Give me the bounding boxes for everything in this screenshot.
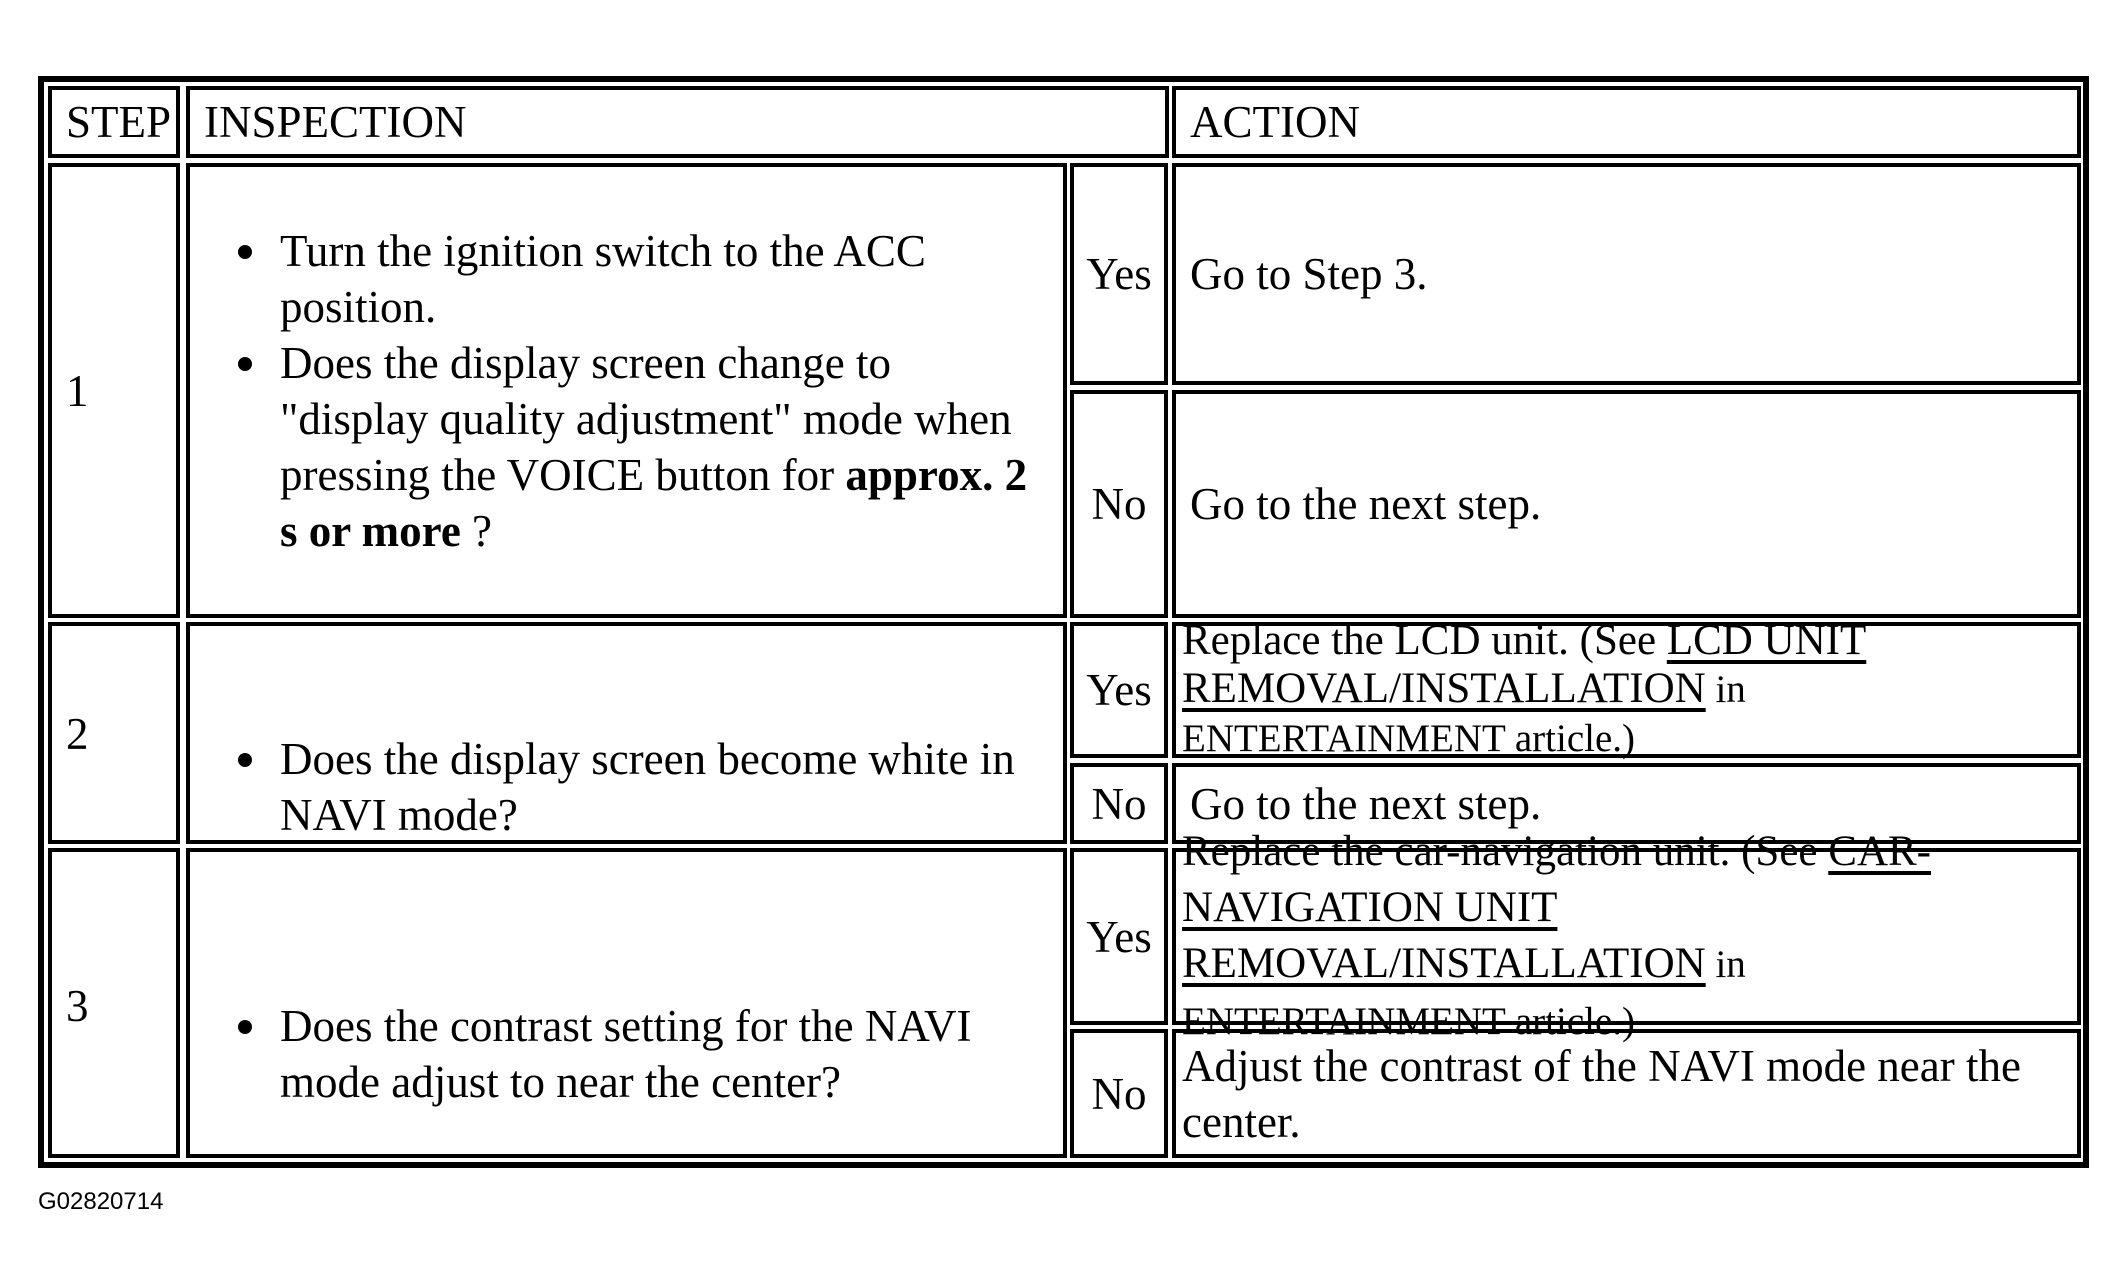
inspection-bullet: Turn the ignition switch to the ACC posi…	[238, 223, 1063, 335]
action-text-part: Replace the LCD unit. (See	[1182, 617, 1667, 664]
step-3-yes-label: Yes	[1070, 848, 1168, 1025]
step-3-no-action: Adjust the contrast of the NAVI mode nea…	[1172, 1029, 2081, 1158]
step-2-no-label: No	[1070, 763, 1168, 844]
action-text-part: Replace the car-navigation unit. (See	[1182, 827, 1829, 875]
no-label: No	[1091, 1068, 1147, 1119]
step-1-yes-label: Yes	[1070, 163, 1168, 385]
bullet-text: Does the contrast setting for the NAVI m…	[280, 1001, 972, 1107]
step-3-no-label: No	[1070, 1029, 1168, 1158]
bullet-bold-text: approx. 2 s or more	[280, 449, 1028, 556]
troubleshooting-table	[38, 76, 2089, 1168]
step-2-inspection: Does the display screen become white in …	[186, 622, 1067, 844]
bullet-text: Does the display screen become white in …	[280, 734, 1015, 840]
bullet-text: Turn the ignition switch to the ACC posi…	[280, 225, 926, 332]
inspection-bullet: Does the display screen become white in …	[238, 731, 1063, 843]
inspection-list: Turn the ignition switch to the ACC posi…	[190, 223, 1063, 559]
yes-label: Yes	[1086, 665, 1152, 715]
bullet-text: ?	[460, 505, 493, 556]
step-number: 1	[66, 365, 89, 416]
yes-label: Yes	[1086, 249, 1152, 299]
no-label: No	[1091, 778, 1147, 829]
no-label: No	[1091, 479, 1147, 529]
header-step-label: STEP	[66, 97, 172, 147]
action-text: Adjust the contrast of the NAVI mode nea…	[1182, 1040, 2021, 1147]
step-2-no-action: Go to the next step.	[1172, 763, 2081, 844]
step-1-yes-action: Go to Step 3.	[1172, 163, 2081, 385]
inspection-bullet: Does the contrast setting for the NAVI m…	[238, 998, 1063, 1110]
inspection-bullet: Does the display screen change to "displ…	[238, 335, 1063, 559]
bullet-text: Does the display screen change to "displ…	[280, 337, 1012, 500]
action-text-part: in ENTERTAINMENT article.)	[1182, 942, 1746, 1043]
inspection-list: Does the display screen become white in …	[190, 731, 1063, 843]
header-step: STEP	[48, 86, 180, 158]
action-text: Replace the LCD unit. (See LCD UNIT REMO…	[1182, 617, 2077, 763]
yes-label: Yes	[1086, 911, 1152, 962]
inspection-list: Does the contrast setting for the NAVI m…	[190, 998, 1063, 1110]
action-text-part: in ENTERTAINMENT article.)	[1182, 668, 1746, 760]
step-number: 2	[66, 709, 89, 759]
car-navigation-unit-removal-link[interactable]: CAR-NAVIGATION UNIT REMOVAL/INSTALLATION	[1182, 827, 1931, 987]
step-2-yes-action: Replace the LCD unit. (See LCD UNIT REMO…	[1172, 617, 2081, 760]
step-3-inspection: Does the contrast setting for the NAVI m…	[186, 848, 1067, 1158]
action-text: Go to Step 3.	[1190, 249, 1428, 299]
step-2-yes-label: Yes	[1070, 622, 1168, 758]
step-2-number: 2	[48, 622, 180, 844]
header-inspection-label: INSPECTION	[204, 97, 467, 147]
figure-id: G02820714	[38, 1188, 164, 1215]
header-action: ACTION	[1172, 86, 2081, 158]
step-number: 3	[66, 981, 89, 1031]
action-text: Go to the next step.	[1190, 778, 1542, 829]
step-1-number: 1	[48, 163, 180, 618]
header-action-label: ACTION	[1190, 97, 1360, 147]
action-text: Replace the car-navigation unit. (See CA…	[1182, 824, 2077, 1050]
header-inspection: INSPECTION	[186, 86, 1169, 158]
step-3-yes-action: Replace the car-navigation unit. (See CA…	[1172, 828, 2081, 1043]
step-1-no-label: No	[1070, 390, 1168, 618]
step-3-number: 3	[48, 848, 180, 1158]
lcd-unit-removal-link[interactable]: LCD UNIT REMOVAL/INSTALLATION	[1182, 617, 1867, 712]
step-1-inspection: Turn the ignition switch to the ACC posi…	[186, 163, 1067, 618]
step-1-no-action: Go to the next step.	[1172, 390, 2081, 618]
action-text: Go to the next step.	[1190, 479, 1542, 529]
